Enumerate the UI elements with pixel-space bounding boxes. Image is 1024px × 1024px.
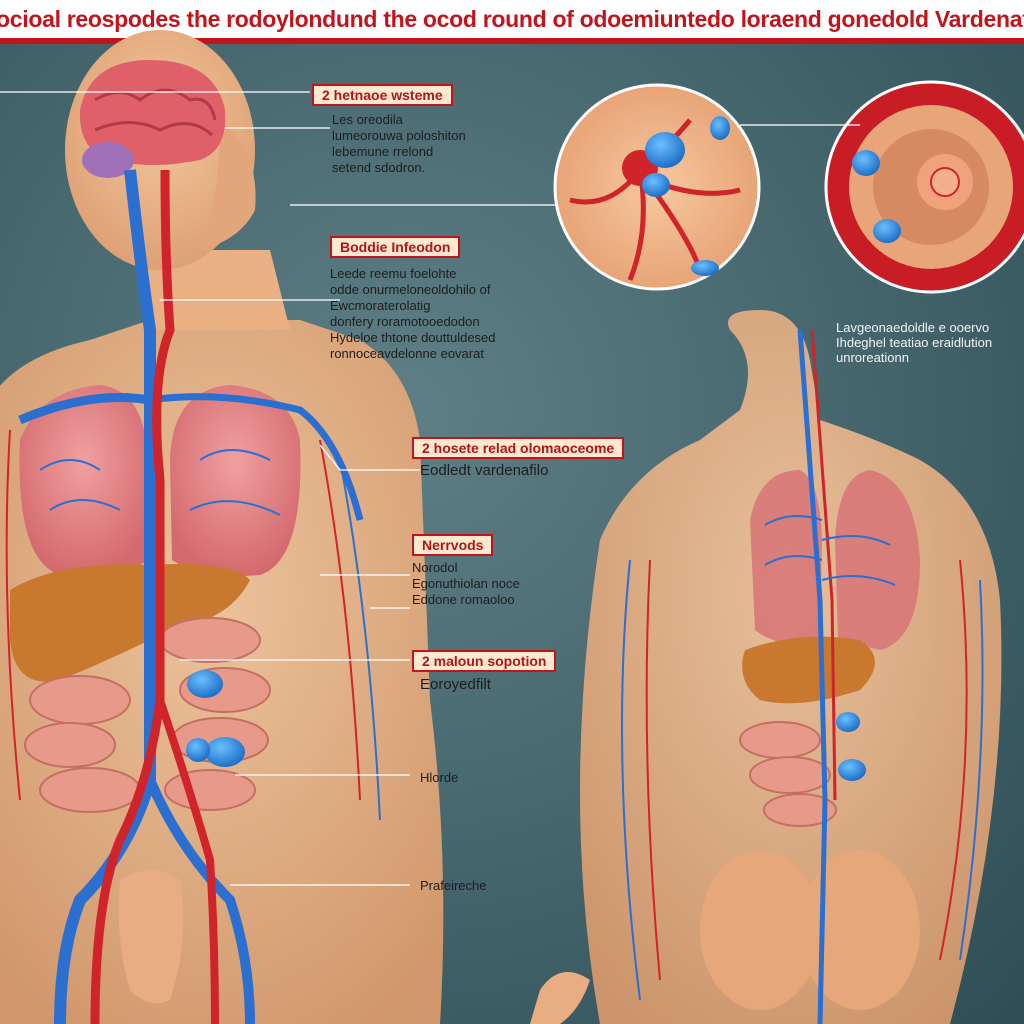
side-label-1: Hlorde <box>420 770 459 785</box>
callout-text-4: Norodol Egonuthiolan noce Eddone romaolo… <box>412 560 520 607</box>
callout-text-3: Eodledt vardenafilo <box>420 462 549 479</box>
back-figure <box>530 310 1002 1024</box>
right-note: Lavgeonaedoldle e ooervo Ihdeghel teatia… <box>836 320 993 365</box>
inset-cross-section <box>824 80 1024 294</box>
callout-text-5: Eoroyedfilt <box>420 676 491 693</box>
callout-tag-4: Nerrvods <box>412 534 494 556</box>
page-title: ocioal reospodes the rodoylondund the oc… <box>0 6 1024 32</box>
callout-tag-3: 2 hosete relad olomaoceome <box>412 437 625 459</box>
side-label-2: Prafeireche <box>420 878 487 893</box>
callout-tag-5: 2 maloun sopotion <box>412 650 557 672</box>
front-figure <box>0 30 444 1024</box>
callout-tag-2: Boddie Infeodon <box>330 236 461 258</box>
callout-text-1: Les oreodila lumeorouwa poloshiton lebem… <box>332 112 466 175</box>
inset-capillary <box>553 83 761 291</box>
leader-lines <box>0 91 860 886</box>
callout-text-2: Leede reemu foelohte odde onurmeloneoldo… <box>330 266 496 361</box>
callout-tag-1: 2 hetnaoe wsteme <box>312 84 453 106</box>
